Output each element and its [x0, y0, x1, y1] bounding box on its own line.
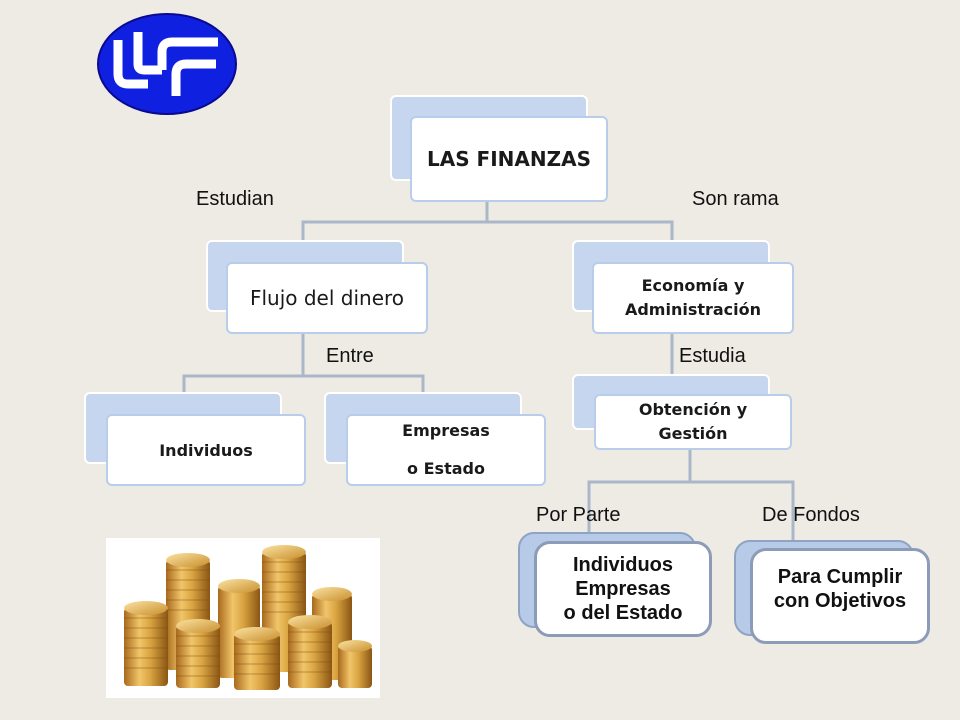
objectives-line-2: con Objetivos: [773, 590, 907, 612]
label-son-rama: Son rama: [692, 188, 779, 210]
obtaining-node: Obtención y Gestión: [594, 394, 792, 450]
label-estudia: Estudia: [679, 345, 746, 367]
obtaining-line-1: Obtención y: [638, 400, 748, 419]
companies-node: Empresas o Estado: [346, 414, 546, 486]
root-connector: [301, 184, 489, 242]
obtaining-connector-right: [690, 480, 795, 543]
economy-line-1: Economía y: [641, 276, 745, 295]
companies-line-1: Empresas: [402, 421, 490, 440]
obtaining-connector: [587, 450, 692, 537]
obtaining-line-2: Gestión: [658, 424, 728, 443]
entities-node: Individuos Empresas o del Estado: [534, 541, 712, 637]
economy-line-2: Administración: [624, 300, 762, 319]
label-por-parte: Por Parte: [536, 504, 621, 526]
companies-line-2: o Estado: [407, 459, 485, 478]
university-logo-icon: [97, 13, 237, 115]
root-node: LAS FINANZAS: [410, 116, 608, 202]
individuals-label: Individuos: [159, 440, 253, 460]
individuals-node: Individuos: [106, 414, 306, 486]
entities-line-1: Individuos: [573, 554, 673, 576]
root-title: LAS FINANZAS: [426, 147, 592, 171]
gold-coins-stack-image: [106, 538, 380, 698]
money-flow-label: Flujo del dinero: [249, 286, 405, 310]
economy-node: Economía y Administración: [592, 262, 794, 334]
entities-line-3: o del Estado: [563, 602, 683, 624]
money-flow-node: Flujo del dinero: [226, 262, 428, 334]
objectives-line-1: Para Cumplir: [777, 566, 903, 588]
label-de-fondos: De Fondos: [762, 504, 860, 526]
flow-connector-right: [303, 374, 425, 394]
label-estudian: Estudian: [196, 188, 274, 210]
flow-connector: [182, 334, 305, 394]
label-entre: Entre: [326, 345, 374, 367]
entities-line-2: Empresas: [575, 578, 671, 600]
root-connector-right: [487, 220, 674, 242]
objectives-node: Para Cumplir con Objetivos: [750, 548, 930, 644]
